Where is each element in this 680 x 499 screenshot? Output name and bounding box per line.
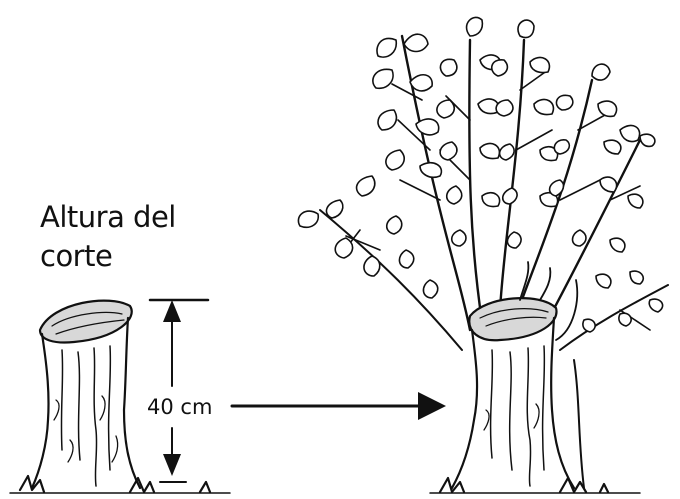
height-indicator	[150, 300, 208, 482]
pointer-arrow	[232, 392, 446, 420]
regrown-stump	[298, 17, 668, 493]
height-label: 40 cm	[147, 395, 212, 419]
